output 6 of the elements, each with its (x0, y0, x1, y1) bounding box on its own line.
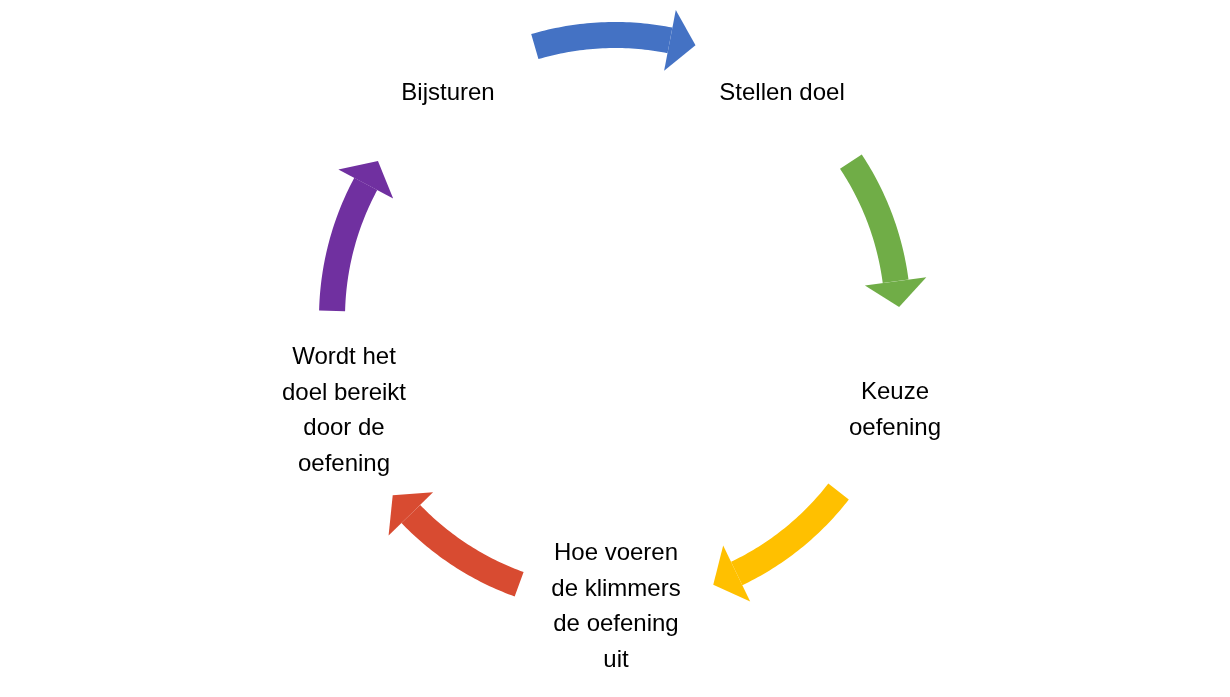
curved-arrow (713, 481, 850, 602)
step-label: Hoe voeren de klimmers de oefening uit (542, 534, 690, 676)
step-label: Bijsturen (401, 74, 495, 110)
step-label: Keuze oefening (839, 372, 951, 444)
step-label: Wordt het doel bereikt door de oefening (270, 338, 418, 480)
step-label: Stellen doel (719, 74, 845, 110)
